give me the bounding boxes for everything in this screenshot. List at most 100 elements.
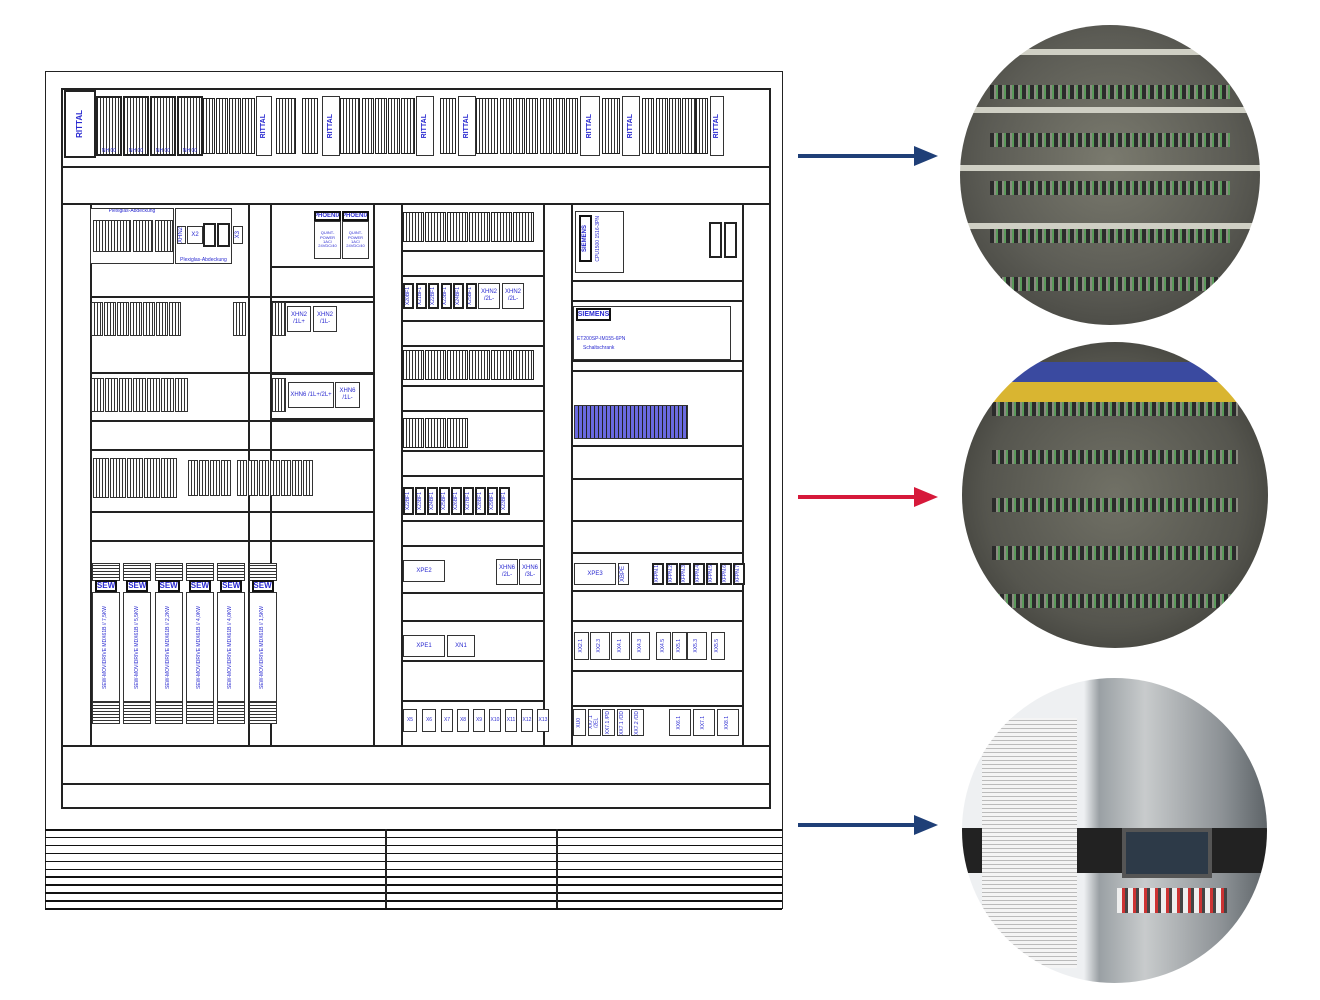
terminal: XX5.1 [672, 632, 687, 660]
rittal-module-label: RITTAL [586, 113, 594, 139]
nh-fuse-disconnector: NH 00 [123, 96, 149, 156]
rail-module [513, 98, 525, 154]
terminal-label: X24BF1 [428, 491, 435, 511]
sew-drive: SEW-MOVIDRIVE MDX61B // 2,2KW [154, 592, 183, 702]
column-edge [543, 203, 545, 745]
terminal: X8 [457, 709, 469, 732]
terminal: XX5.5 [711, 632, 725, 660]
divider-line [401, 275, 543, 277]
rail-module [229, 98, 241, 154]
divider-line [571, 670, 742, 672]
terminal: X23BF1 [415, 487, 426, 515]
terminal-xhn6: XHN6 /3L- [519, 559, 541, 585]
title-block-divider [385, 829, 387, 908]
terminal-xn1: XN1 [447, 635, 475, 657]
divider-line [401, 592, 543, 594]
relay-module [259, 460, 269, 496]
rittal-terminal-block-label: RITTAL [74, 110, 84, 138]
rail-module [656, 98, 668, 154]
relay-module [105, 378, 118, 412]
divider-line [401, 320, 543, 322]
drive-vent [185, 563, 214, 581]
sew-logo: SEW [188, 580, 211, 592]
title-block-line [45, 900, 782, 902]
sew-logo: SEW [251, 580, 274, 592]
io-module [447, 418, 468, 448]
relay-module [248, 460, 258, 496]
circuit-breaker [272, 378, 286, 412]
rail-module [302, 98, 318, 154]
terminal: X21BF1 [415, 283, 427, 309]
divider-line [401, 385, 543, 387]
photo-cabinet-exterior [962, 678, 1267, 983]
photo-panel-interior-middle [962, 342, 1268, 648]
terminal-xhn2: XHN2 /2L- [478, 283, 500, 309]
dinrail-row [992, 498, 1238, 512]
terminal: X5 [403, 709, 417, 732]
socket-outlet [709, 222, 722, 258]
drive-vent [92, 702, 120, 724]
divider-line [61, 783, 771, 785]
terminal-label: XX7.1 [700, 715, 707, 730]
terminal: X24BF1 [453, 283, 464, 309]
terminal-label: XX7.1 /2EL [587, 715, 600, 730]
terminal: X9 [473, 709, 485, 732]
sew-drive: SEW-MOVIDRIVE MDX61B // 7,5KW [92, 592, 120, 702]
io-module [447, 212, 468, 242]
relay-module [119, 378, 132, 412]
rittal-module: RITTAL [256, 96, 272, 156]
column-edge [373, 203, 375, 745]
rittal-terminal-block: RITTAL [64, 90, 96, 158]
rail-module [682, 98, 696, 154]
rittal-module: RITTAL [416, 96, 434, 156]
nh-fuse-disconnector: NH 00 [150, 96, 176, 156]
title-block-divider [556, 829, 558, 908]
divider-line [571, 552, 742, 554]
rail-module [553, 98, 565, 154]
terminal: XX5.3 [687, 632, 707, 660]
terminal-label: XX7.2 /OD [633, 710, 640, 735]
terminal-label: X27BF1 [464, 491, 471, 511]
terminal-label: XX7.1 /PD [604, 710, 611, 735]
circuit-breaker [233, 302, 246, 336]
terminal-x2: X2 [187, 226, 203, 244]
divider-line [90, 449, 373, 451]
terminal-label: XX2.1 [577, 639, 584, 653]
terminal-xfpn-label: XFPN.1 [654, 565, 661, 583]
terminal-label: X25BF1 [440, 491, 447, 511]
divider-line [571, 300, 742, 302]
terminal-xhn6: XHN6 /2L- [496, 559, 518, 585]
terminal-label: XX4.5 [659, 639, 666, 653]
divider-line [401, 520, 543, 522]
terminal: XX7.1 /OD [616, 709, 630, 736]
rittal-module: RITTAL [710, 96, 724, 156]
dinrail-row [990, 85, 1230, 99]
rail-module [500, 98, 512, 154]
title-block-line [45, 884, 782, 886]
io-module [469, 212, 490, 242]
divider-line [90, 296, 373, 298]
terminal-xfpn-label: XFPN.6 [721, 565, 728, 583]
rail-module [602, 98, 620, 154]
terminal-xpe3: XPE3 [574, 563, 616, 585]
divider-line [401, 545, 543, 547]
io-module [491, 350, 512, 380]
terminal-xbpe: XBPE [618, 563, 629, 585]
relay-module [199, 460, 209, 496]
terminal-label: X22BF1 [404, 491, 411, 511]
drive-vent [248, 563, 277, 581]
divider-line [270, 266, 373, 268]
arrow-icon [798, 814, 938, 836]
rail-module [276, 98, 296, 154]
sew-drive-label: SEW-MOVIDRIVE MDX61B // 7,5KW [102, 605, 109, 689]
drive-vent [154, 702, 183, 724]
drive-vent [217, 563, 246, 581]
relay-module [147, 378, 160, 412]
terminal-label: X26BF1 [452, 491, 459, 511]
sew-logo: SEW [95, 580, 117, 592]
terminal: XX4.5 [656, 632, 671, 660]
terminal: XX7.1 [693, 709, 715, 736]
rittal-module-label: RITTAL [627, 113, 635, 139]
rail-module [388, 98, 400, 154]
terminal: XX2.3 [590, 632, 610, 660]
